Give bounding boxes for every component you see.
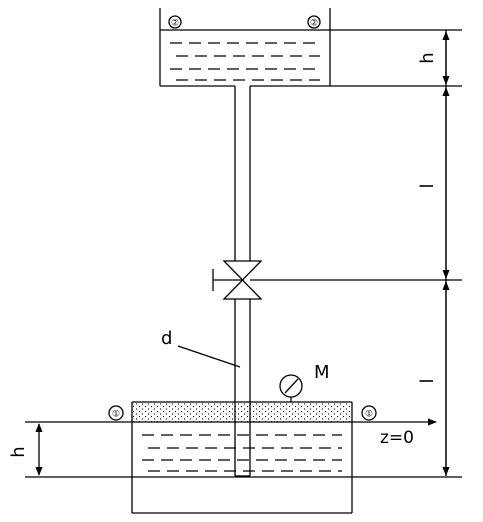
section-marker-2-right	[307, 15, 321, 29]
label-h-bottom: h	[8, 446, 29, 457]
upper-tank	[159, 8, 331, 87]
diameter-leader	[177, 345, 241, 368]
section-marker-2-left-label: ②	[171, 19, 179, 29]
pressure-gauge-icon	[279, 374, 303, 402]
label-gauge: M	[314, 362, 330, 383]
label-h-top: h	[417, 52, 438, 63]
section-marker-1-right	[361, 405, 377, 421]
valve-icon	[212, 260, 263, 300]
section-marker-2-left	[168, 15, 182, 29]
right-dimensions	[250, 29, 462, 476]
section-marker-1-left	[108, 405, 124, 421]
lower-tank-water	[142, 434, 342, 472]
upper-tank-water	[170, 42, 320, 81]
section-marker-1-right-label: ①	[365, 410, 373, 420]
label-diameter: d	[161, 328, 172, 349]
lower-tank	[25, 401, 462, 514]
label-l-upper: l	[417, 183, 438, 188]
label-l-lower: l	[417, 378, 438, 383]
label-datum: z=0	[380, 428, 414, 448]
vertical-pipe	[234, 86, 251, 477]
section-marker-2-right-label: ②	[310, 19, 318, 29]
section-marker-1-left-label: ①	[112, 410, 120, 420]
